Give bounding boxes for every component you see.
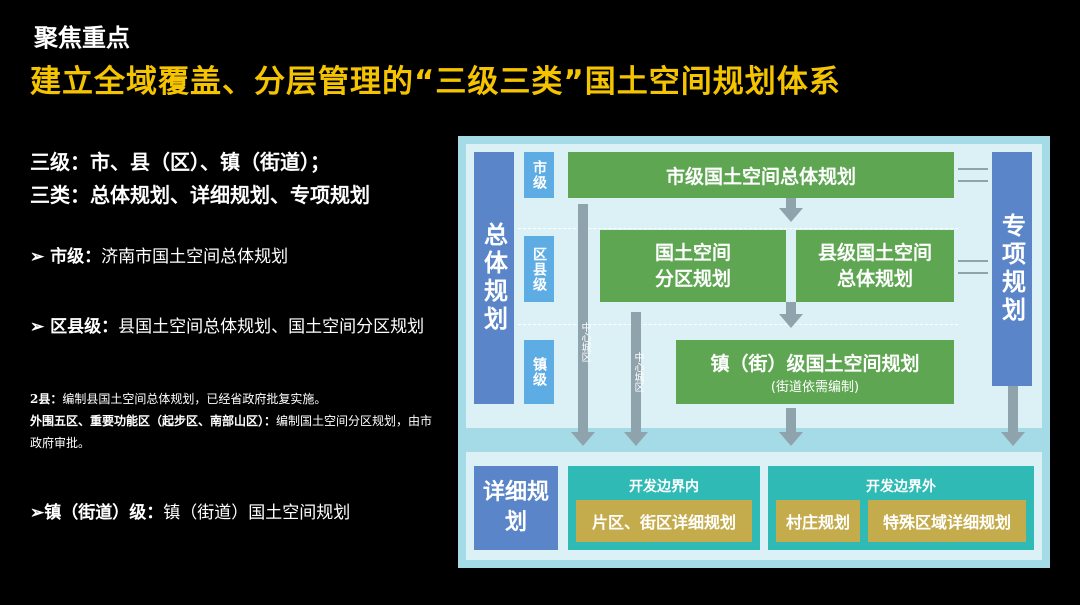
special-planning-label: 专项规划 xyxy=(992,152,1032,386)
town-plan-note: (街道依需编制) xyxy=(770,380,860,395)
overall-planning-label: 总体规划 xyxy=(474,152,514,404)
center-city-arrow-shaft xyxy=(631,312,641,432)
notes-block: 2县：编制县国土空间总体规划，已经省政府批复实施。 外围五区、重要功能区（起步区… xyxy=(30,388,440,454)
outside-boundary-title: 开发边界外 xyxy=(866,479,936,495)
inside-detail-plan: 片区、街区详细规划 xyxy=(576,500,752,542)
bullet-county-text: 县国土空间总体规划、国土空间分区规划 xyxy=(118,317,425,337)
arrow-shaft xyxy=(786,408,796,432)
county-plan-line-1: 县级国土空间 xyxy=(817,242,932,264)
zone-plan-line-1: 国土空间 xyxy=(654,242,731,264)
bullet-city-label: ➢ 市级： xyxy=(30,247,102,267)
summary-block: 三级：市、县（区）、镇（街道）； 三类：总体规划、详细规划、专项规划 xyxy=(30,146,370,212)
zone-plan-line-2: 分区规划 xyxy=(654,268,731,290)
arrow-shaft xyxy=(1008,386,1018,432)
city-plan-box: 市级国土空间总体规划 xyxy=(568,152,954,198)
bullet-city-text: 济南市国土空间总体规划 xyxy=(101,247,289,267)
level-town: 镇级 xyxy=(524,340,554,404)
level-county: 区县级 xyxy=(524,236,554,302)
arrow-down-icon xyxy=(1001,432,1025,446)
note-1-text: 编制县国土空间总体规划，已经省政府批复实施。 xyxy=(62,392,327,406)
county-plan-box: 县级国土空间 总体规划 xyxy=(796,230,954,302)
bullet-town: ➢镇（街道）级：镇（街道）国土空间规划 xyxy=(30,498,350,528)
note-2-text: 编制国土空间分区规划，由市政府审批。 xyxy=(30,414,433,450)
arrow-down-icon xyxy=(779,208,803,222)
special-area-plan: 特殊区域详细规划 xyxy=(868,500,1026,542)
arrow-down-icon xyxy=(624,432,648,446)
bullet-county: ➢ 区县级：县国土空间总体规划、国土空间分区规划 xyxy=(30,312,430,342)
planning-system-diagram: 总体规划 市级 区县级 镇级 市级国土空间总体规划 国土空间 分区规划 县级国土… xyxy=(458,136,1050,568)
town-plan-box: 镇（街）级国土空间规划 (街道依需编制) xyxy=(676,340,954,404)
double-arrow-icon xyxy=(958,260,988,262)
bullet-city: ➢ 市级：济南市国土空间总体规划 xyxy=(30,242,288,272)
arrow-down-icon xyxy=(779,314,803,328)
section-label: 聚焦重点 xyxy=(34,24,130,52)
divider-line xyxy=(518,228,958,229)
county-plan-line-2: 总体规划 xyxy=(836,268,913,290)
town-plan-title: 镇（街）级国土空间规划 xyxy=(710,353,920,375)
center-city-label-1: 中心城区 xyxy=(579,322,590,362)
detail-planning-label: 详细规划 xyxy=(474,466,558,550)
arrow-shaft xyxy=(786,302,796,316)
center-city-arrow-shaft xyxy=(578,204,588,432)
double-arrow-icon xyxy=(958,168,988,170)
center-city-label-2: 中心城区 xyxy=(632,352,643,392)
note-1-label: 2县： xyxy=(30,392,63,406)
double-arrow-icon xyxy=(958,180,988,182)
bullet-town-text: 镇（街道）国土空间规划 xyxy=(163,503,351,523)
page-title: 建立全域覆盖、分层管理的“三级三类”国土空间规划体系 xyxy=(30,64,841,100)
note-2-label: 外围五区、重要功能区（起步区、南部山区）： xyxy=(30,414,277,428)
inside-boundary-title: 开发边界内 xyxy=(629,479,699,495)
bullet-town-label: ➢镇（街道）级： xyxy=(30,503,164,523)
arrow-down-icon xyxy=(779,432,803,446)
divider-line xyxy=(518,324,958,325)
double-arrow-icon xyxy=(958,272,988,274)
village-plan: 村庄规划 xyxy=(776,500,860,542)
level-city: 市级 xyxy=(524,152,554,198)
summary-levels: 三级：市、县（区）、镇（街道）； xyxy=(30,150,330,174)
arrow-down-icon xyxy=(571,432,595,446)
arrow-shaft xyxy=(786,198,796,208)
summary-types: 三类：总体规划、详细规划、专项规划 xyxy=(30,183,370,207)
bullet-county-label: ➢ 区县级： xyxy=(30,317,119,337)
zone-plan-box: 国土空间 分区规划 xyxy=(600,230,786,302)
